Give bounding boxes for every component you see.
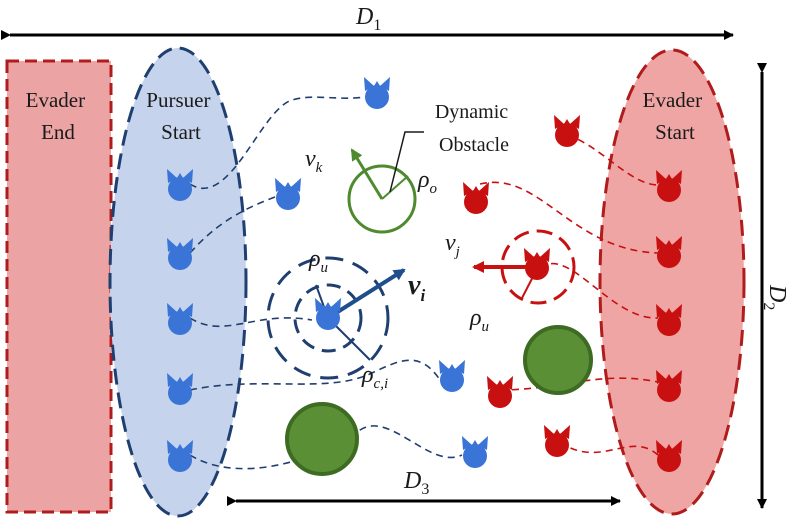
pursuer-i-agent-icon [315,298,341,330]
dynamic-obstacle-label: Dynamic Obstacle [435,101,513,156]
pursuer-inner-range [293,283,363,353]
rho-u-left-label: ρu [308,246,328,276]
evader-trajectories [479,134,659,456]
evader-start-region [598,48,746,516]
pursuer-start-region [108,46,248,518]
pursuer-agent-icon [439,360,465,392]
dynamic-obstacle [347,164,417,234]
pursuer-agent-icon [167,373,193,405]
pursuer-outer-range [266,256,390,380]
v-i-label: vi [408,270,425,305]
rho-u-right-label: ρu [469,305,489,335]
pursuer-agent-icon [167,169,193,201]
evader-agent-icon [463,182,489,214]
pursuer-agent-icon [275,178,301,210]
dynamic-obstacle-velocity-arrow [350,148,384,200]
evader-j-agent-icon [524,248,550,280]
evader-agent-icon [656,236,682,268]
evader-end-region [5,59,113,514]
evader-agent-icon [544,425,570,457]
static-obstacle [285,402,359,476]
evader-start-label: Evader Start [643,88,708,144]
evader-sensing-range [500,229,576,305]
pursuer-agent-icon [167,238,193,270]
evader-agent-icon [656,440,682,472]
v-j-label: vj [445,230,460,260]
evader-agent-icon [656,370,682,402]
pursuer-trajectories [189,95,463,470]
pursuer-agent-icon [462,436,488,468]
rho-ci-label: ρc,i [361,362,388,392]
evader-agent-icon [656,170,682,202]
dynamic-obstacle-callout [389,131,424,193]
evader-agent-icon [487,376,513,408]
pursuer-agent-icon [167,303,193,335]
d1-label: D1 [355,4,381,34]
rho-o-label: ρo [417,167,438,197]
pursuer-start-label: Pursuer Start [146,88,215,144]
d2-label: D2 [760,284,790,310]
v-k-label: vk [305,146,323,176]
evader-agent-icon [554,115,580,147]
pursuer-agent-icon [167,440,193,472]
dynamic-obstacle-radius [381,175,409,200]
d3-label: D3 [403,468,429,498]
pursuer-agent-icon [364,77,390,109]
evader-end-label: Evader End [26,88,91,144]
static-obstacle [523,325,593,395]
pursuer-velocity-arrow [326,268,406,320]
evader-agent-icon [656,304,682,336]
